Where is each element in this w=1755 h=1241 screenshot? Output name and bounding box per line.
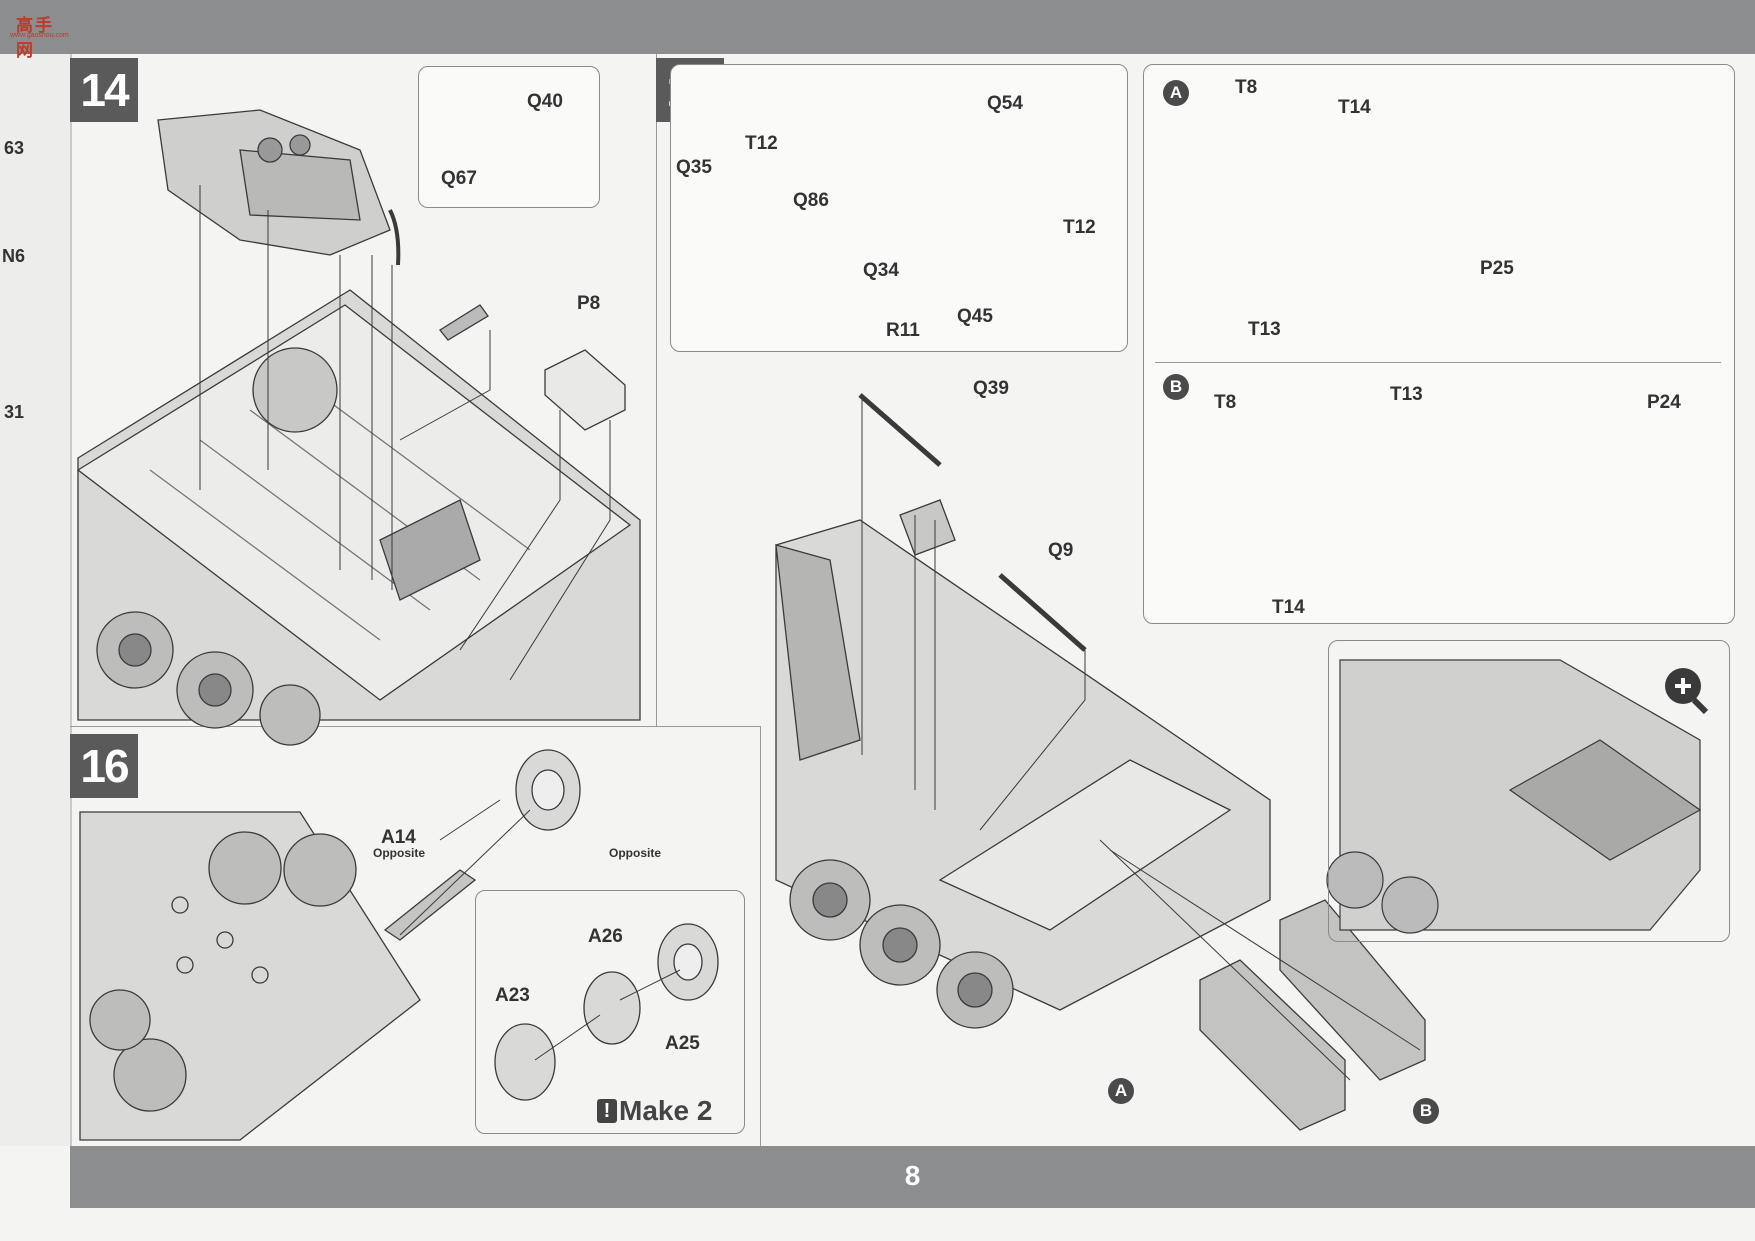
step-15-detail-callout [670,64,1128,352]
part-label-T14: T14 [1272,597,1305,618]
top-band [0,0,1755,54]
part-label-A14: A14 [381,827,416,848]
part-label-T12: T12 [1063,217,1096,238]
part-label-Q67: Q67 [441,168,477,189]
part-label-Q54: Q54 [987,93,1023,114]
part-label-Q40: Q40 [527,91,563,112]
panel-divider [760,726,761,1146]
part-label-T13: T13 [1248,319,1281,340]
zoom-detail-callout [1328,640,1730,942]
part-label-Q86: Q86 [793,190,829,211]
part-label-A25: A25 [665,1033,700,1054]
logo-text: 高手网 [16,16,54,60]
step-14-detail-callout [418,66,600,208]
opposite-note: Opposite [373,846,426,860]
site-logo: 高手网 www.gaoshou.com [4,6,69,60]
part-label-A26: A26 [588,926,623,947]
part-label-T8: T8 [1214,392,1237,413]
subassembly-divider [1155,362,1721,363]
part-label-Q9: Q9 [1048,540,1074,561]
subassembly-callout [1143,64,1735,624]
page-number: 8 [904,1160,921,1191]
edge-label: 63 [4,138,25,158]
placement-marker-a: A [1108,1078,1134,1104]
edge-label: 31 [4,402,25,422]
opposite-note: Opposite [609,846,662,860]
part-label-Q45: Q45 [957,306,993,327]
part-label-Q34: Q34 [863,260,899,281]
part-label-T13: T13 [1390,384,1423,405]
step-16-badge: 16 [70,734,138,798]
panel-divider [70,726,760,727]
make-count-note: !Make 2 [597,1095,712,1127]
step-16-wheel-callout [475,890,745,1134]
part-label-P8: P8 [577,293,601,314]
logo-subtext: www.gaoshou.com [10,32,69,39]
make-count-text: Make 2 [619,1095,713,1126]
panel-divider [656,54,657,726]
magnify-plus-icon [1665,668,1709,715]
part-label-P24: P24 [1647,392,1681,413]
bottom-band: 8 [70,1146,1755,1208]
subassembly-a-marker: A [1163,80,1189,106]
part-label-R11: R11 [886,320,920,341]
part-label-T12: T12 [745,133,778,154]
part-label-T8: T8 [1235,77,1258,98]
edge-label: N6 [2,246,26,266]
part-label-A23: A23 [495,985,530,1006]
part-label-Q35: Q35 [676,157,712,178]
part-label-P25: P25 [1480,258,1514,279]
placement-marker-b: B [1413,1098,1439,1124]
subassembly-b-marker: B [1163,374,1189,400]
part-label-Q39: Q39 [973,378,1009,399]
part-label-T14: T14 [1338,97,1371,118]
exclamation-icon: ! [597,1099,617,1123]
left-page-edge: 63 N6 31 [0,54,72,1146]
step-14-badge: 14 [70,58,138,122]
